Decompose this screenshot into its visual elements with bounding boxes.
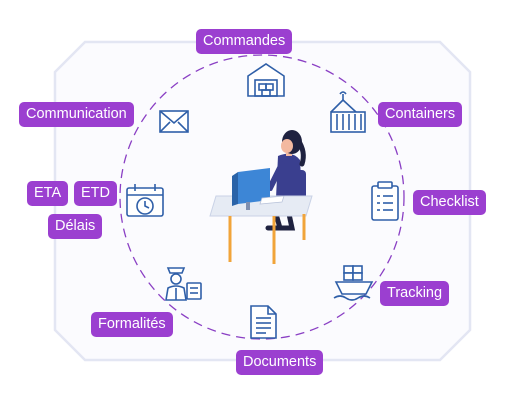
keyboard [259,195,285,205]
person-ponytail [295,137,306,167]
monitor-screen [238,168,270,204]
document-icon [250,305,277,339]
label-delais: Délais [48,214,103,239]
label-commandes: Commandes [196,29,293,54]
label-documents: Documents [236,350,324,375]
person-face [281,139,293,153]
label-containers: Containers [378,102,463,127]
calendar-clock-icon [126,184,164,217]
label-formalites: Formalités [91,312,173,337]
person-torso [276,153,302,198]
label-communication: Communication [19,102,134,127]
warehouse-icon [247,63,285,97]
process-ring [119,54,405,340]
label-eta: ETA [27,181,69,206]
office-worker-illustration [209,130,313,264]
monitor-stand [246,202,250,210]
label-checklist: Checklist [413,190,486,215]
customs-officer-icon [165,267,202,301]
container-crane-icon [330,91,366,133]
label-tracking: Tracking [380,281,450,306]
clipboard-checklist-icon [371,181,399,221]
envelope-icon [159,110,189,133]
monitor-side [232,172,238,206]
cargo-ship-icon [333,265,374,301]
label-etd: ETD [74,181,117,206]
